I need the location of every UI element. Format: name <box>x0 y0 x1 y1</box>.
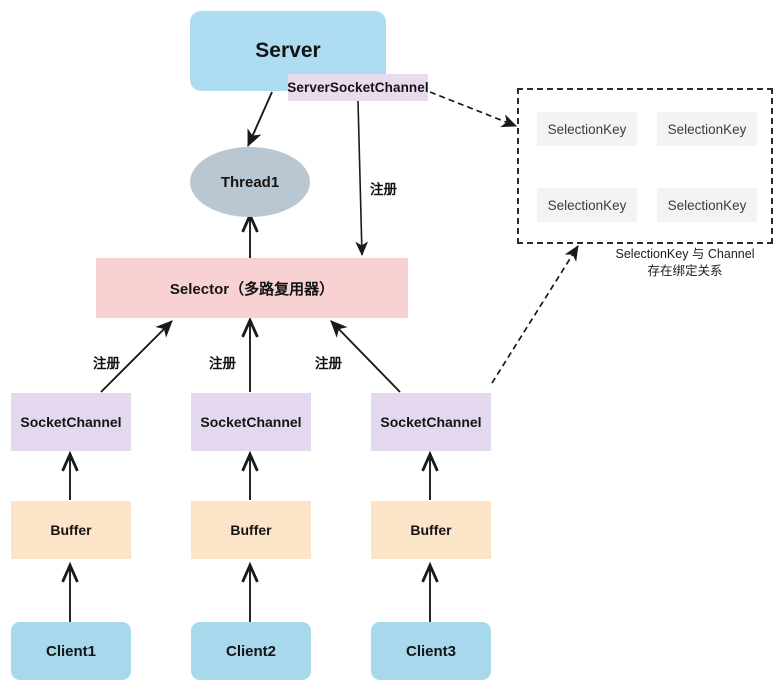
node-selector-label: Selector（多路复用器） <box>169 280 335 298</box>
selectionkey-item-3[interactable]: SelectionKey <box>537 188 637 222</box>
selectionkey-item-3-label: SelectionKey <box>547 197 627 213</box>
node-client-1[interactable]: Client1 <box>11 622 131 680</box>
edge-label-register-ch3: 注册 <box>315 352 342 372</box>
edge-socketchannel3-to-selector <box>330 320 401 393</box>
selectionkey-panel: SelectionKey SelectionKey SelectionKey S… <box>517 88 773 244</box>
node-server-label: Server <box>255 39 321 62</box>
edge-socketchannel1-to-selector <box>100 320 173 393</box>
edge-label-register-server: 注册 <box>370 178 397 198</box>
edge-label-register-ch2-text: 注册 <box>209 356 236 371</box>
node-buffer-3-label: Buffer <box>410 522 452 538</box>
edge-ssc-to-selector <box>355 100 369 256</box>
edge-label-register-ch3-text: 注册 <box>315 356 342 371</box>
edge-label-register-ch2: 注册 <box>209 352 236 372</box>
node-server-socket-channel[interactable]: ServerSocketChannel <box>287 74 429 101</box>
node-client-2[interactable]: Client2 <box>191 622 311 680</box>
node-thread1[interactable]: Thread1 <box>190 147 310 217</box>
edge-ssc-to-keypanel <box>429 91 517 128</box>
selectionkey-caption-line1: SelectionKey 与 Channel <box>615 247 755 261</box>
node-socketchannel-2[interactable]: SocketChannel <box>191 393 311 451</box>
node-buffer-1-label: Buffer <box>50 522 92 538</box>
node-buffer-2-label: Buffer <box>230 522 272 538</box>
selectionkey-item-1-label: SelectionKey <box>547 121 627 137</box>
node-server-socket-channel-label: ServerSocketChannel <box>287 80 429 95</box>
selectionkey-item-2-label: SelectionKey <box>667 121 747 137</box>
node-selector[interactable]: Selector（多路复用器） <box>96 258 408 318</box>
node-buffer-1[interactable]: Buffer <box>11 501 131 559</box>
node-client-2-label: Client2 <box>225 642 276 660</box>
node-client-3[interactable]: Client3 <box>371 622 491 680</box>
selectionkey-item-1[interactable]: SelectionKey <box>537 112 637 146</box>
selectionkey-item-4-label: SelectionKey <box>667 197 747 213</box>
node-socketchannel-1-label: SocketChannel <box>20 414 122 430</box>
edge-server-to-thread <box>247 91 273 148</box>
selectionkey-caption-line2: 存在绑定关系 <box>647 263 723 278</box>
node-client-3-label: Client3 <box>405 642 456 660</box>
node-buffer-3[interactable]: Buffer <box>371 501 491 559</box>
node-buffer-2[interactable]: Buffer <box>191 501 311 559</box>
node-thread1-label: Thread1 <box>220 173 280 191</box>
selectionkey-caption: SelectionKey 与 Channel 存在绑定关系 <box>585 246 781 279</box>
node-socketchannel-3[interactable]: SocketChannel <box>371 393 491 451</box>
node-socketchannel-3-label: SocketChannel <box>380 414 482 430</box>
selectionkey-item-2[interactable]: SelectionKey <box>657 112 757 146</box>
node-client-1-label: Client1 <box>45 642 96 660</box>
edge-channels-to-keypanel <box>491 245 579 384</box>
node-socketchannel-2-label: SocketChannel <box>200 414 302 430</box>
edge-label-register-ch1-text: 注册 <box>93 356 120 371</box>
edge-label-register-ch1: 注册 <box>93 352 120 372</box>
edge-label-register-server-text: 注册 <box>370 182 397 197</box>
selectionkey-item-4[interactable]: SelectionKey <box>657 188 757 222</box>
node-socketchannel-1[interactable]: SocketChannel <box>11 393 131 451</box>
